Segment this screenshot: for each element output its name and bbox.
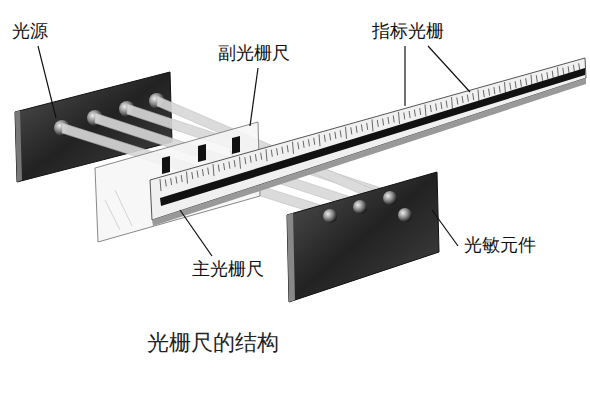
leader-lines <box>38 46 470 256</box>
part-label: 主光栅尺 <box>190 258 266 280</box>
part-label: 副光栅尺 <box>216 42 292 64</box>
index-grating-stripe <box>160 68 585 206</box>
part-label: 指标光栅 <box>370 20 446 42</box>
photosensitive-plate <box>287 172 439 302</box>
plate-edge <box>287 213 295 302</box>
photo-cells <box>323 191 412 223</box>
part-label: 光源 <box>10 20 50 42</box>
part-label: 光敏元件 <box>462 234 538 256</box>
scale-ticks <box>160 63 580 191</box>
figure-caption: 光栅尺的结构 <box>145 330 281 356</box>
plate-edge <box>15 110 22 182</box>
